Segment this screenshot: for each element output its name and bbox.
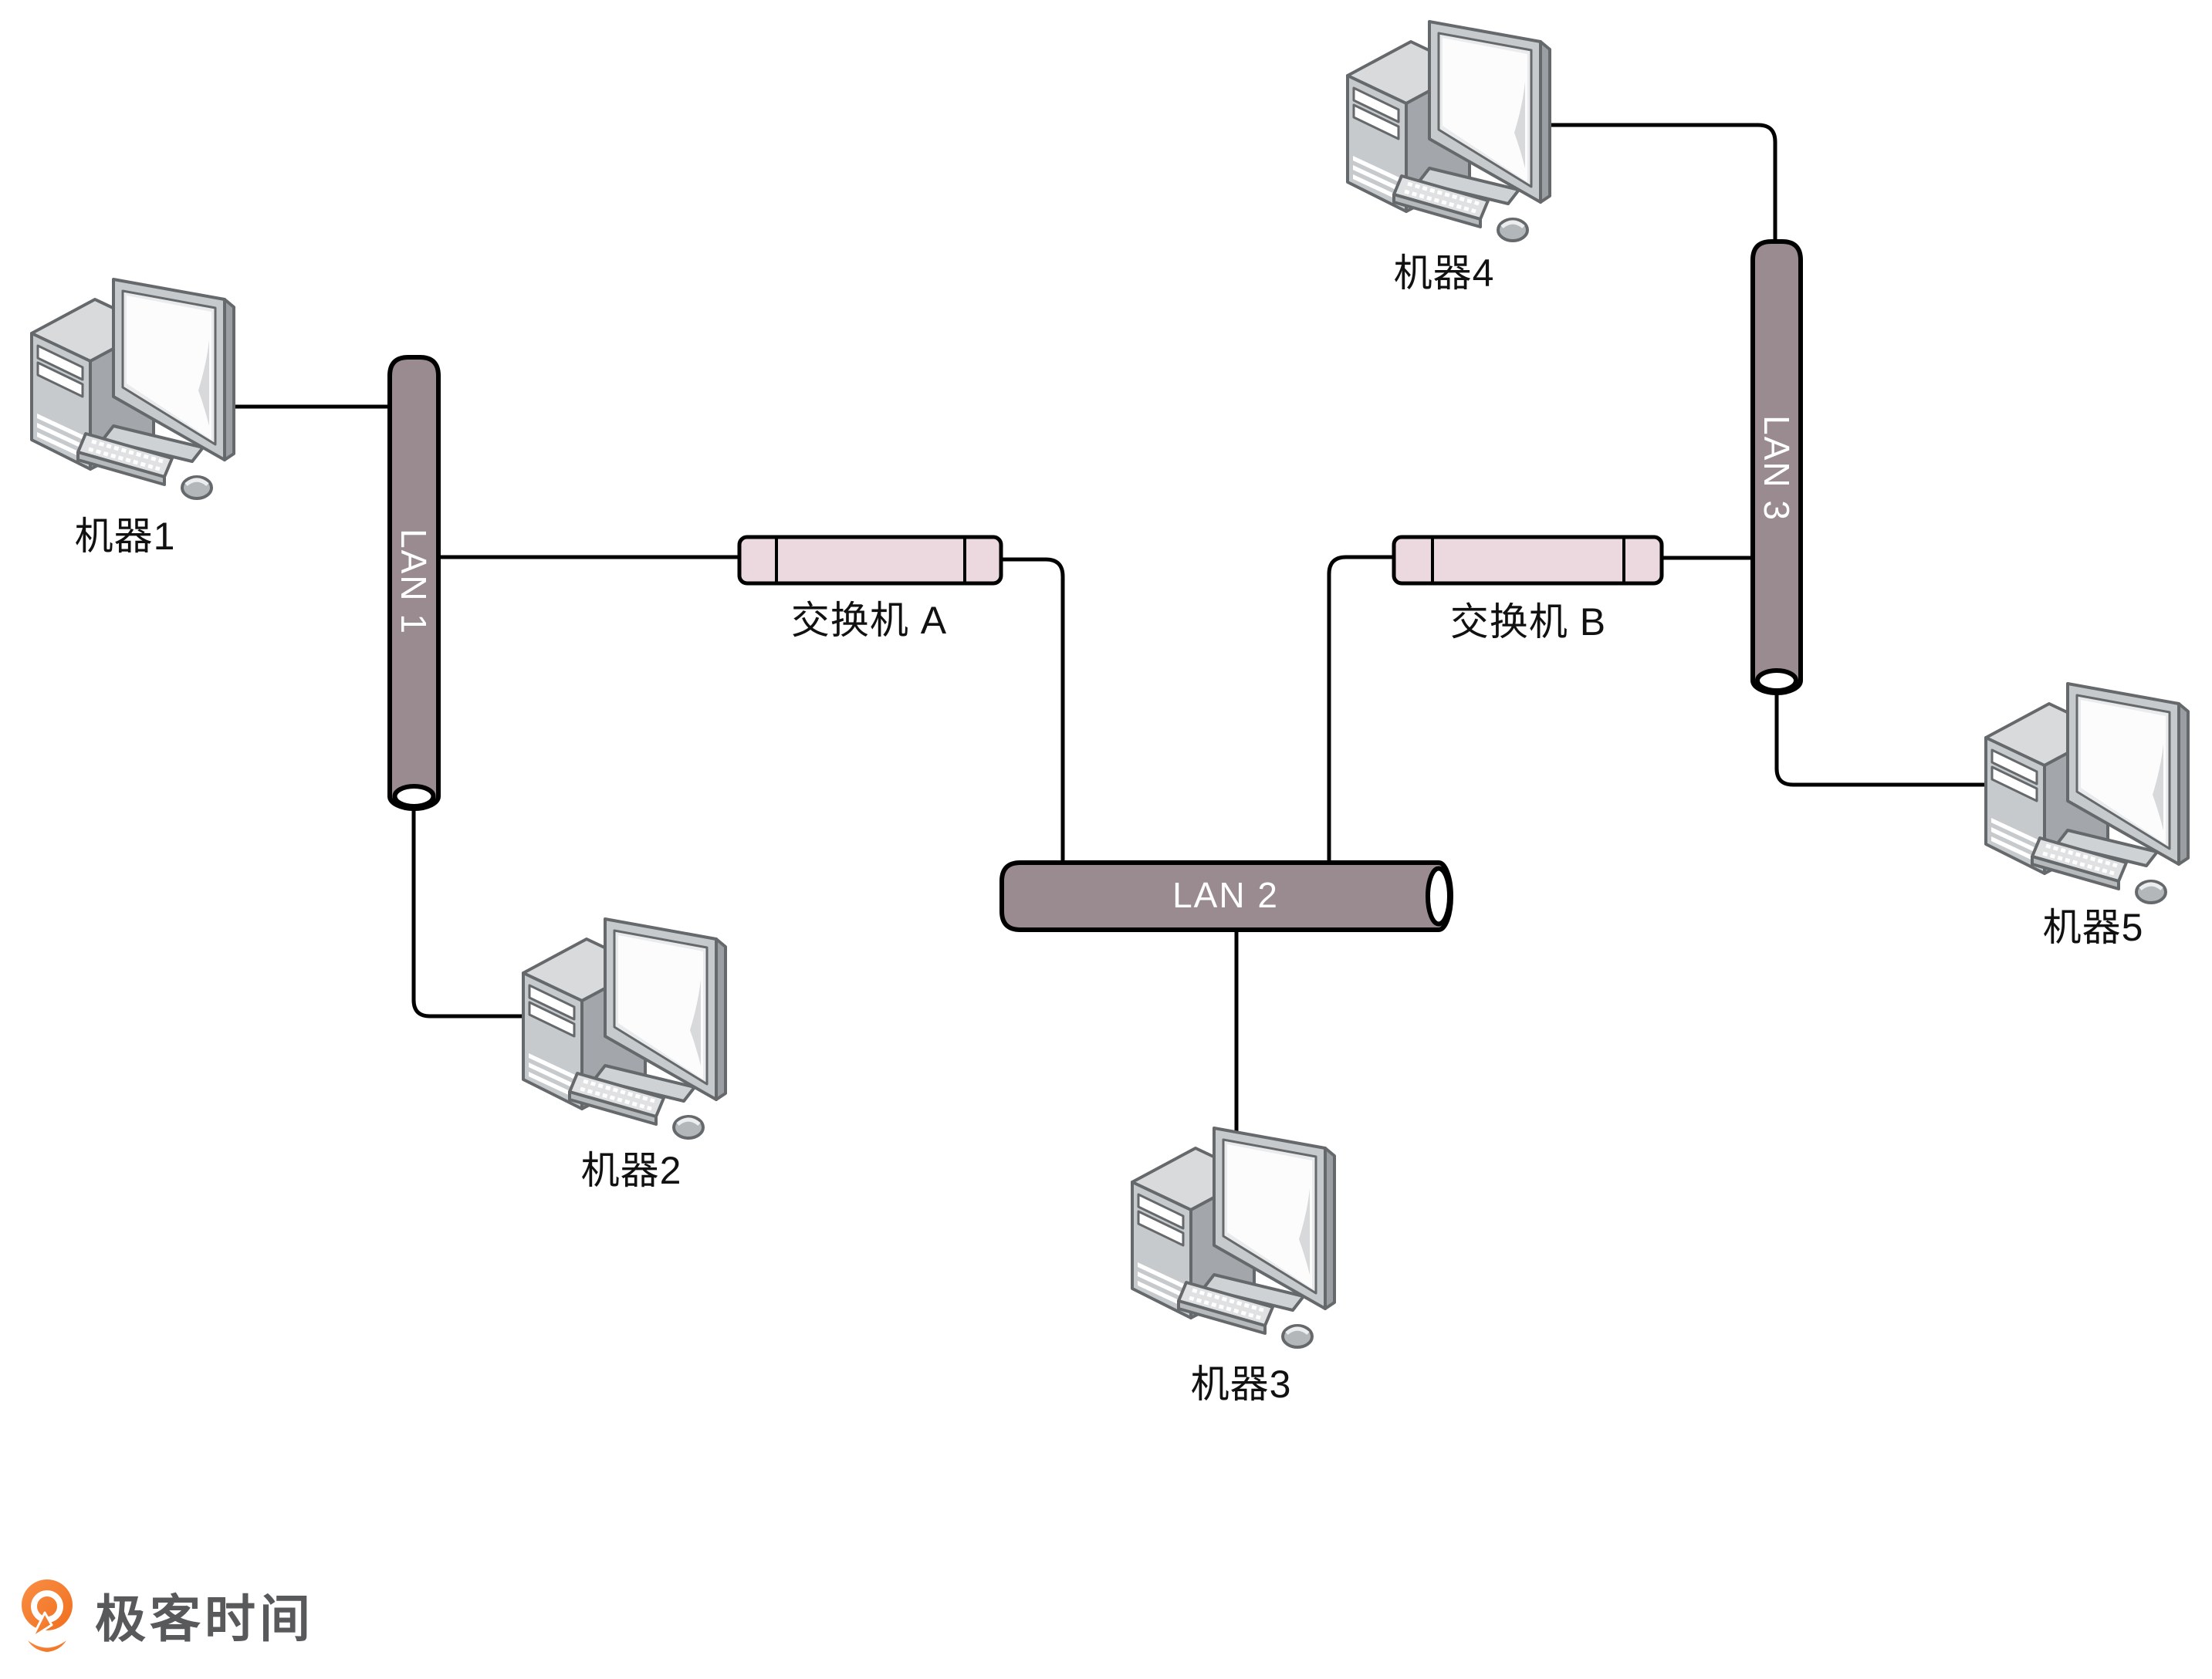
cables [225, 123, 1985, 1131]
switch-b-label: 交换机 B [1449, 600, 1607, 644]
machine-1-label: 机器1 [74, 515, 176, 558]
cable-switch-a-lan2 [1000, 557, 1065, 866]
switch-a-label: 交换机 A [790, 599, 948, 642]
geektime-logo-text: 极客时间 [95, 1590, 314, 1647]
cable-machine4-lan3 [1541, 123, 1777, 244]
cable-lan1-machine2 [411, 806, 526, 1019]
machine-4-label: 机器4 [1393, 252, 1495, 295]
machine-5-label: 机器5 [2042, 906, 2144, 949]
lan1-label: LAN 1 [394, 529, 434, 635]
machine-5-computer-icon [1986, 684, 2188, 903]
cable-lan3-machine5 [1774, 690, 1985, 787]
lan1-cylinder [387, 355, 441, 811]
machine-4-computer-icon [1348, 22, 1550, 241]
machine-3-computer-icon [1132, 1128, 1334, 1347]
machine-2-label: 机器2 [580, 1149, 682, 1192]
machine-3-label: 机器3 [1190, 1363, 1292, 1406]
machine-2-computer-icon [523, 919, 725, 1138]
cable-switch-b-lan2 [1327, 555, 1394, 866]
geektime-logo-icon [22, 1579, 73, 1652]
geektime-logo: 极客时间 [19, 1577, 314, 1653]
lan2-cylinder [999, 860, 1453, 932]
lan3-cylinder [1750, 239, 1803, 695]
machine-1-computer-icon [32, 279, 234, 498]
lan3-label: LAN 3 [1757, 415, 1797, 522]
switch-b-box [1392, 535, 1664, 586]
switch-a-box [737, 535, 1003, 586]
lan2-label: LAN 2 [1172, 875, 1279, 915]
